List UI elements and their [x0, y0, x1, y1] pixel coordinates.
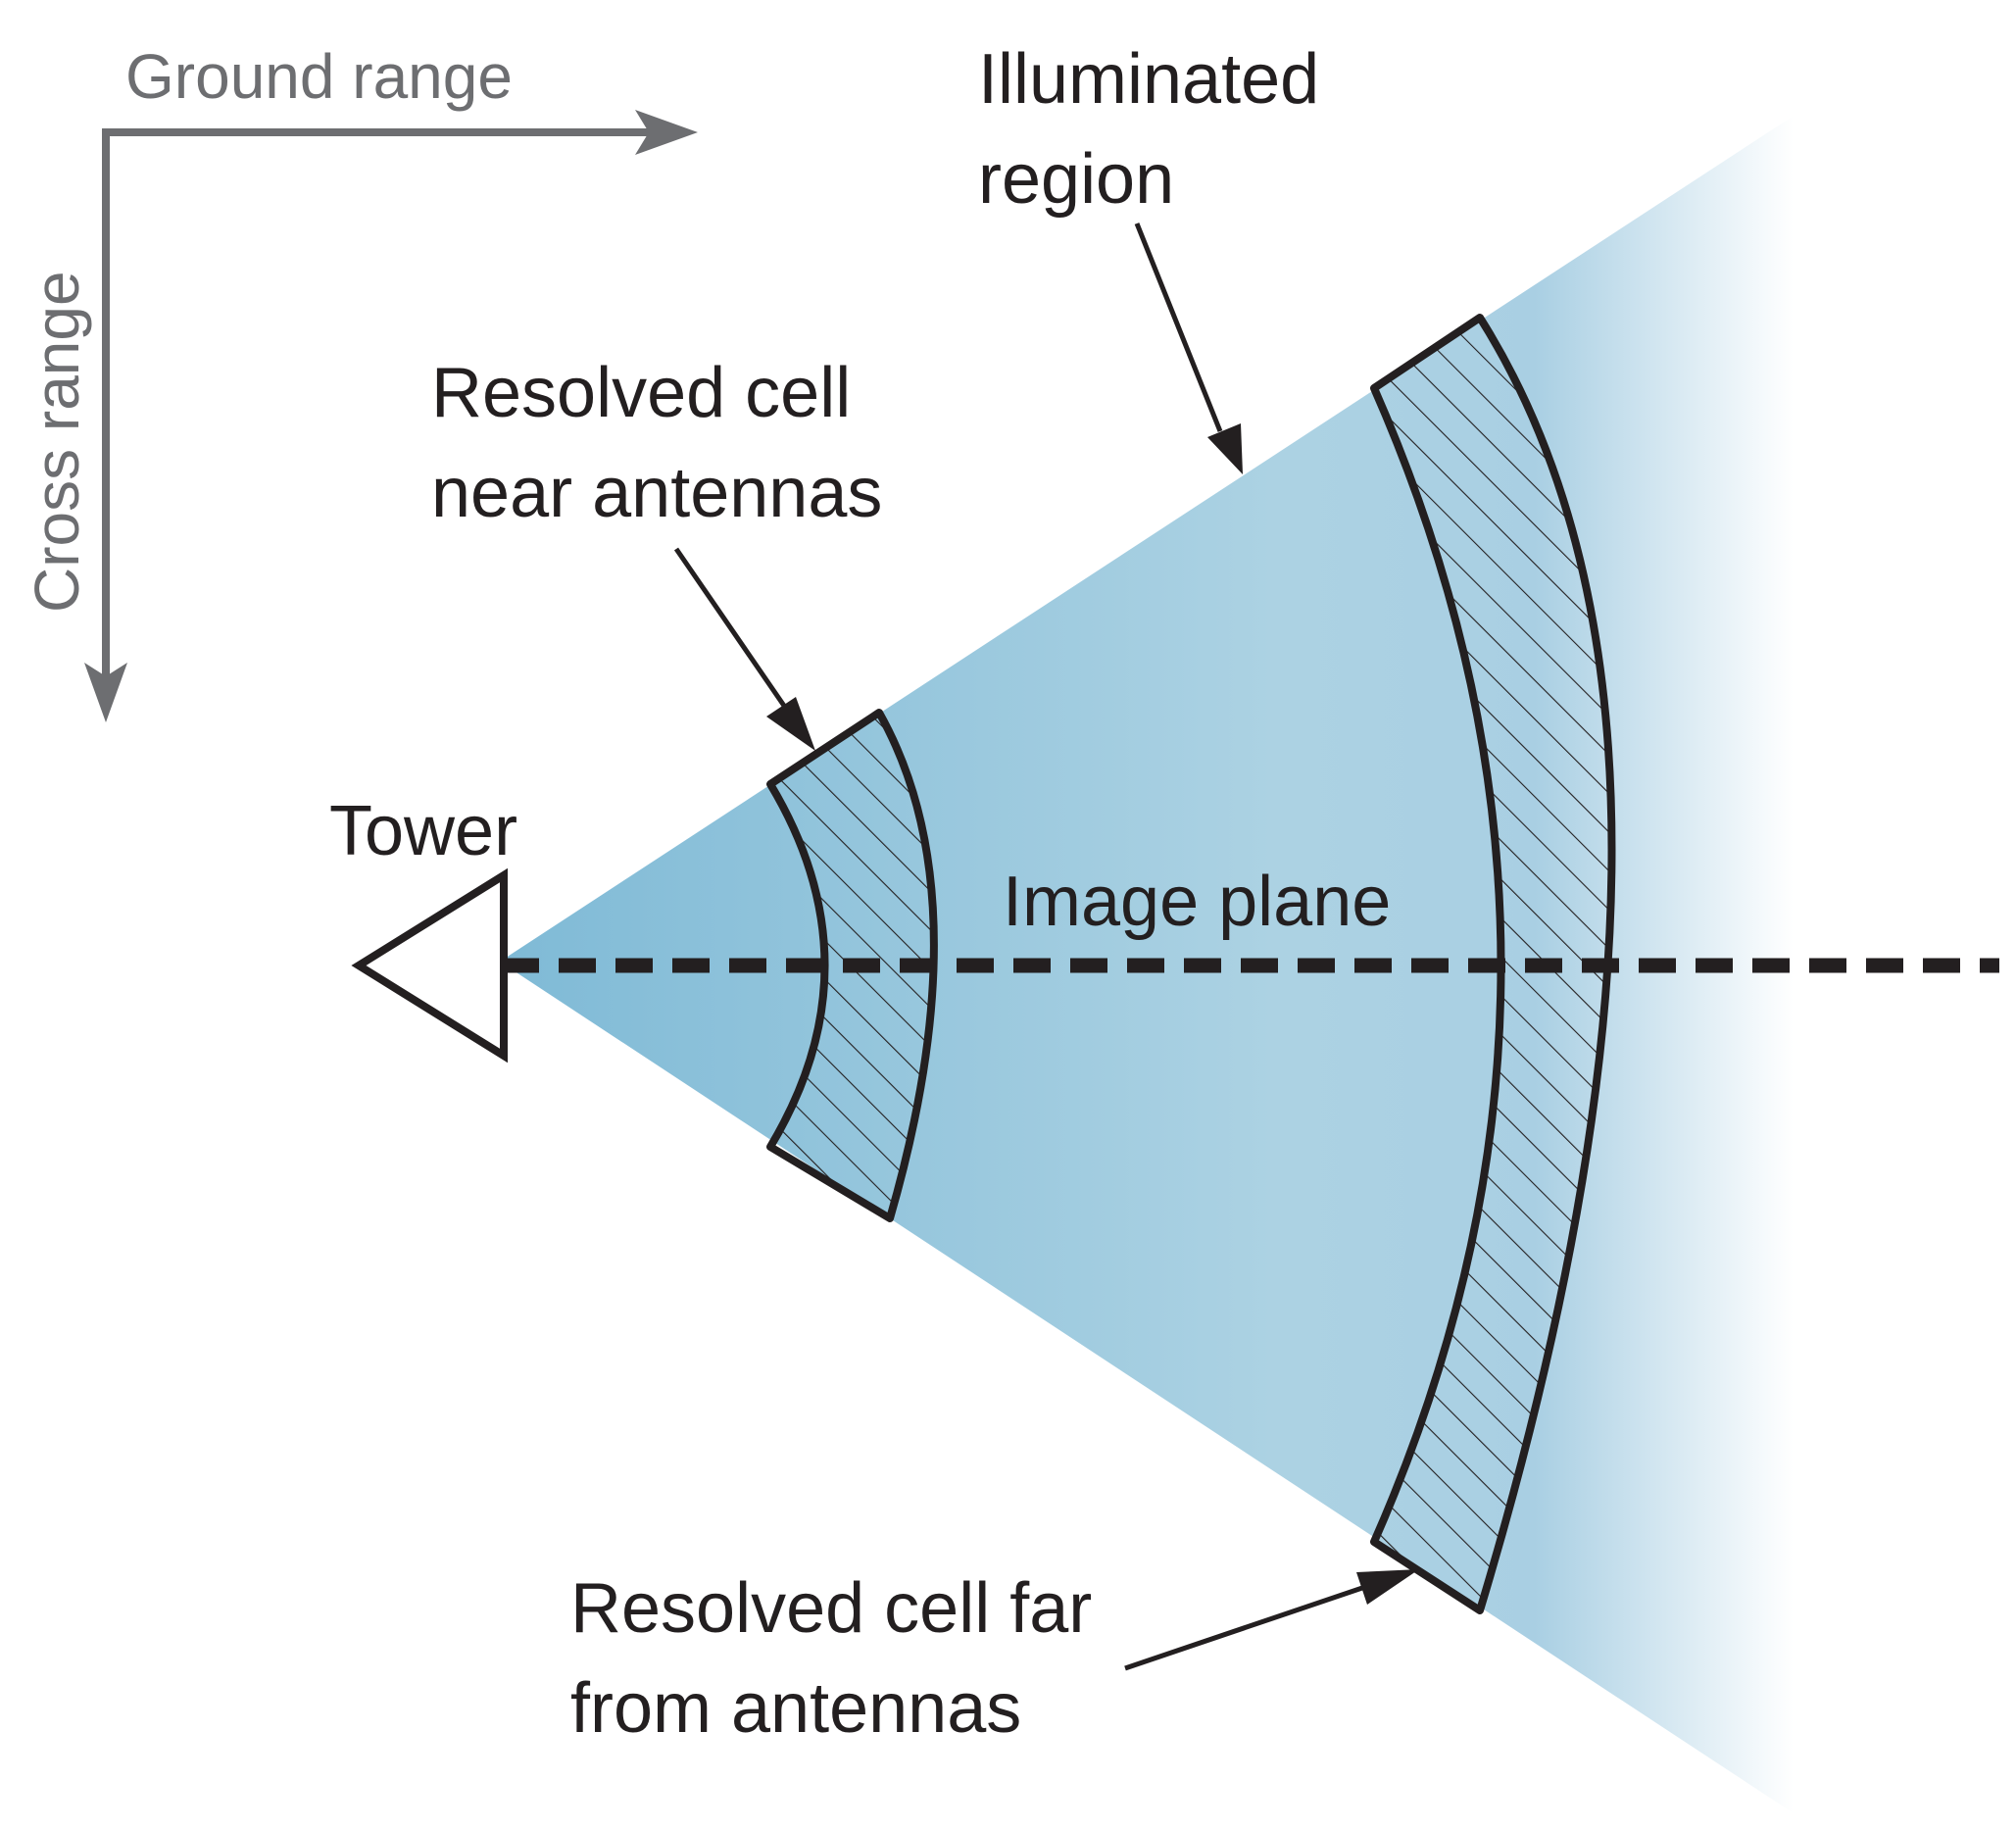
- far-cell-label-line1: Resolved cell far: [570, 1569, 1092, 1648]
- far-cell-label-line2: from antennas: [570, 1669, 1021, 1748]
- illuminated-region-label-line2: region: [978, 140, 1174, 219]
- tower-label: Tower: [329, 792, 517, 870]
- illuminated-region-label-line1: Illuminated: [978, 40, 1319, 119]
- cross-range-arrowhead-icon: [84, 663, 127, 722]
- axes: [84, 110, 698, 722]
- far-cell-pointer: [1124, 1585, 1363, 1671]
- image-plane-label: Image plane: [1003, 863, 1391, 941]
- far-cell-arrowhead-icon: [1356, 1569, 1419, 1605]
- near-cell-arrowhead-icon: [766, 697, 815, 751]
- near-cell-label-line1: Resolved cell: [431, 354, 851, 432]
- illuminated-pointer: [1134, 223, 1223, 432]
- near-cell-pointer: [673, 547, 787, 708]
- ground-range-arrowhead-icon: [635, 110, 698, 155]
- cross-range-label: Cross range: [22, 271, 92, 613]
- ground-range-label: Ground range: [125, 41, 513, 112]
- resolved-cell-far: [1370, 314, 1616, 1614]
- illuminated-arrowhead-icon: [1207, 423, 1243, 474]
- tower-icon: [351, 867, 508, 1064]
- near-cell-label-line2: near antennas: [431, 454, 882, 532]
- pointer-arrows: [673, 223, 1419, 1671]
